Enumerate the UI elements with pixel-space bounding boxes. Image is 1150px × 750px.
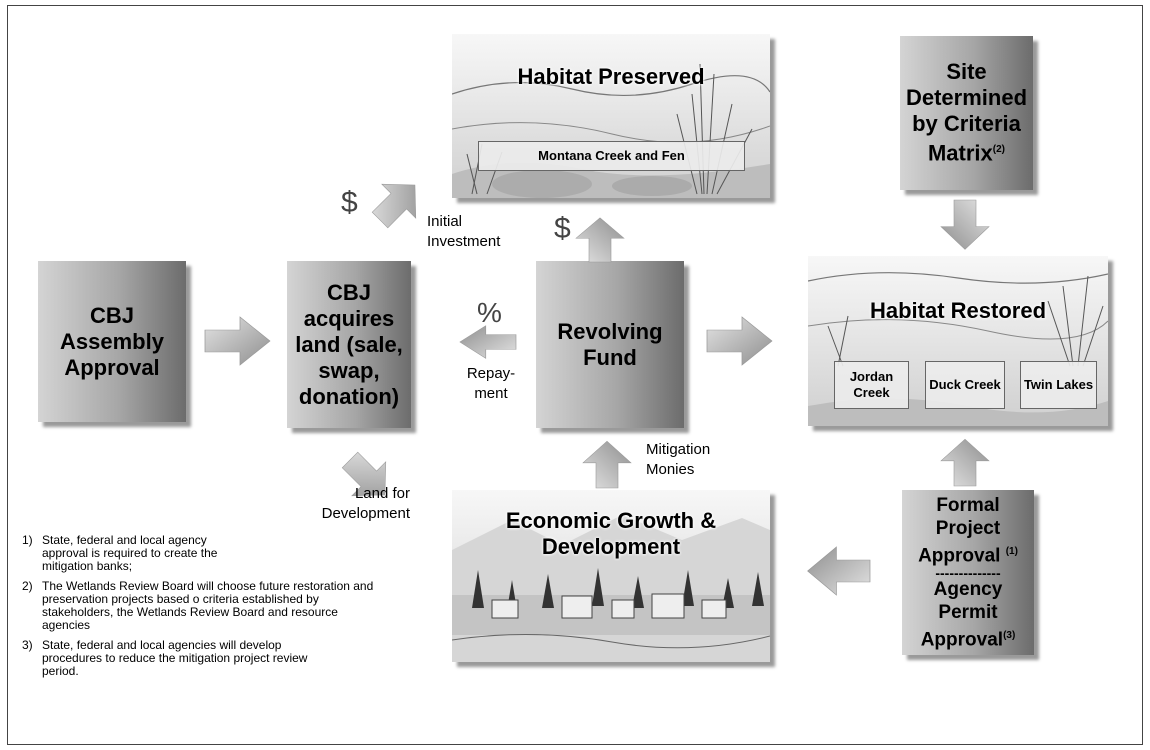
footnote-3: 3) State, federal and local agencies wil…	[22, 639, 382, 678]
arrow-assembly-to-acquire	[204, 316, 271, 366]
cbj-acquires-land-text: CBJ acquires land (sale, swap, donation)	[295, 279, 403, 409]
jordan-creek-label: Jordan Creek	[834, 361, 909, 409]
arrow-approval-to-restored	[940, 438, 990, 487]
cbj-assembly-approval-text: CBJ Assembly Approval	[60, 302, 164, 380]
land-for-development-label: Land for Development	[321, 485, 410, 522]
arrow-approval-to-development	[807, 546, 871, 596]
mitigation-monies-label: Mitigation Monies	[646, 441, 711, 478]
repayment-label: Repay- ment	[466, 365, 516, 402]
permit-text: Permit	[938, 601, 998, 623]
footnote-text: State, federal and local agency approval…	[42, 533, 218, 573]
project-text: Project	[935, 518, 1001, 540]
footnote-number: 3)	[22, 638, 33, 652]
arrow-acquire-to-development	[332, 442, 403, 513]
footnote-text: State, federal and local agencies will d…	[42, 638, 308, 678]
formal-text: Formal	[936, 495, 1000, 517]
habitat-restored-panel: Habitat Restored Jordan Creek Duck Creek…	[808, 256, 1108, 426]
approval-footnote-3: (3)	[1003, 629, 1016, 641]
habitat-preserved-panel: Habitat Preserved Montana Creek and Fen	[452, 34, 770, 198]
percent-symbol: %	[477, 297, 502, 328]
economic-growth-illustration	[452, 515, 770, 662]
cbj-assembly-approval-box: CBJ Assembly Approval	[38, 261, 186, 422]
habitat-preserved-illustration	[452, 63, 770, 198]
arrow-development-to-fund	[582, 440, 632, 489]
revolving-fund-text: Revolving Fund	[557, 318, 663, 370]
habitat-restored-title: Habitat Restored	[869, 298, 1047, 323]
footnote-1: 1) State, federal and local agency appro…	[22, 534, 382, 573]
arrow-site-to-restored	[940, 199, 990, 250]
economic-growth-panel: Economic Growth & Development	[452, 490, 770, 662]
site-determined-footnote: (2)	[992, 144, 1006, 156]
revolving-fund-box: Revolving Fund	[536, 261, 684, 428]
footnote-number: 2)	[22, 579, 33, 593]
dollar-symbol-investment: $	[341, 186, 358, 219]
footnote-number: 1)	[22, 533, 33, 547]
permit-approval-text: Approval	[920, 628, 1004, 650]
footnotes: 1) State, federal and local agency appro…	[22, 534, 382, 685]
dollar-symbol-fund: $	[554, 212, 571, 245]
approval-footnote-1: (1)	[1005, 546, 1018, 558]
approval-text: Approval	[918, 545, 1001, 567]
arrow-fund-to-preserved	[575, 217, 625, 263]
economic-growth-title: Economic Growth & Development	[505, 508, 717, 559]
formal-project-approval-box: Formal Project Approval (1) ------------…	[902, 490, 1034, 655]
habitat-preserved-title: Habitat Preserved	[517, 64, 705, 89]
site-determined-text: Site Determined by Criteria Matrix	[905, 59, 1028, 166]
twin-lakes-label: Twin Lakes	[1020, 361, 1097, 409]
cbj-acquires-land-box: CBJ acquires land (sale, swap, donation)	[287, 261, 411, 428]
duck-creek-label: Duck Creek	[925, 361, 1005, 409]
arrow-acquire-to-preserved	[362, 167, 433, 238]
initial-investment-label: Initial Investment	[427, 213, 501, 250]
montana-creek-label: Montana Creek and Fen	[478, 141, 745, 171]
footnote-text: The Wetlands Review Board will choose fu…	[42, 579, 374, 632]
agency-text: Agency	[933, 578, 1003, 600]
footnote-2: 2) The Wetlands Review Board will choose…	[22, 580, 382, 632]
arrow-fund-to-restored	[706, 316, 773, 366]
site-determined-box: Site Determined by Criteria Matrix(2)	[900, 36, 1033, 190]
arrow-fund-to-acquire-repayment	[459, 325, 517, 359]
approval-divider: --------------	[935, 564, 1001, 581]
